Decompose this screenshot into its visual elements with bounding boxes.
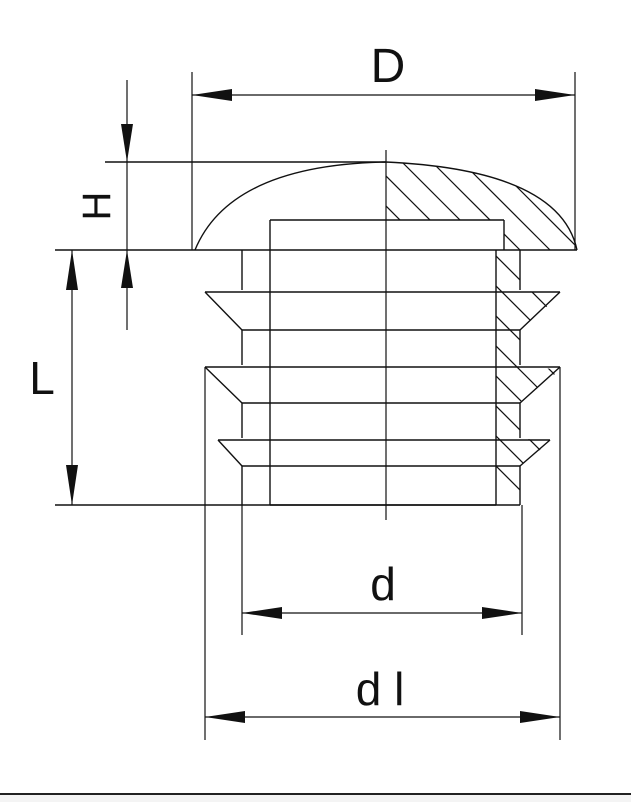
label-L: L [29, 352, 55, 404]
label-d1: d l [356, 663, 405, 715]
dimension-D: D [191, 40, 576, 250]
label-d: d [370, 558, 396, 610]
inner-bore [269, 219, 505, 506]
wall-hatching [496, 250, 560, 505]
cap-outline [55, 161, 578, 251]
dimension-H: H [75, 80, 133, 330]
dimension-d1: d l [204, 367, 561, 740]
page-bottom-edge [0, 793, 631, 802]
stem-ribs [55, 250, 561, 506]
dimension-d: d [241, 505, 523, 635]
label-H: H [75, 192, 119, 221]
dimension-L: L [29, 250, 78, 505]
label-D: D [371, 40, 406, 93]
